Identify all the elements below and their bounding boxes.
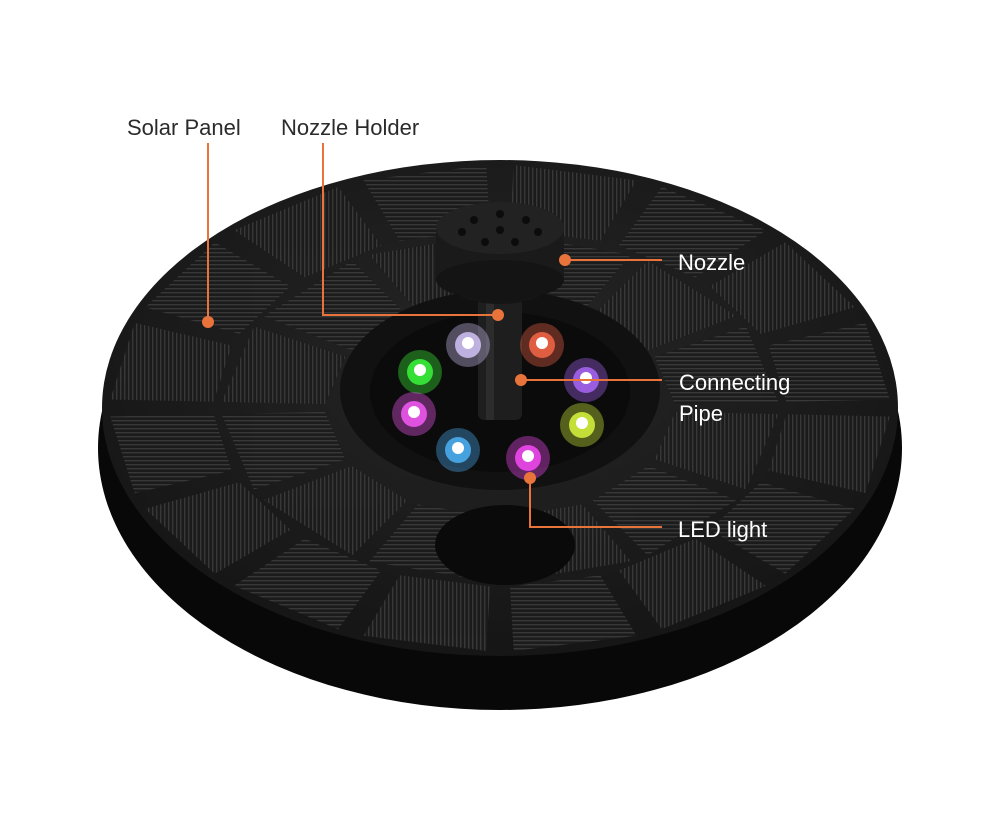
- callout-dot-nozzle-holder: [492, 309, 504, 321]
- callout-dot-nozzle: [559, 254, 571, 266]
- label-led-light: LED light: [678, 514, 767, 545]
- label-nozzle-holder: Nozzle Holder: [281, 112, 419, 143]
- label-nozzle: Nozzle: [678, 247, 745, 278]
- label-connecting-pipe-line1: Connecting: [679, 367, 790, 398]
- led-core: [462, 337, 474, 349]
- led-core: [452, 442, 464, 454]
- callout-dot-connecting-pipe: [515, 374, 527, 386]
- callout-dot-solar-panel: [202, 316, 214, 328]
- led-core: [536, 337, 548, 349]
- led-core: [580, 372, 592, 384]
- led-core: [522, 450, 534, 462]
- label-connecting-pipe-line2: Pipe: [679, 398, 723, 429]
- led-core: [576, 417, 588, 429]
- led-core: [408, 406, 420, 418]
- led-core: [414, 364, 426, 376]
- callout-dot-led-light: [524, 472, 536, 484]
- label-solar-panel: Solar Panel: [127, 112, 241, 143]
- pump-shadow: [435, 505, 575, 585]
